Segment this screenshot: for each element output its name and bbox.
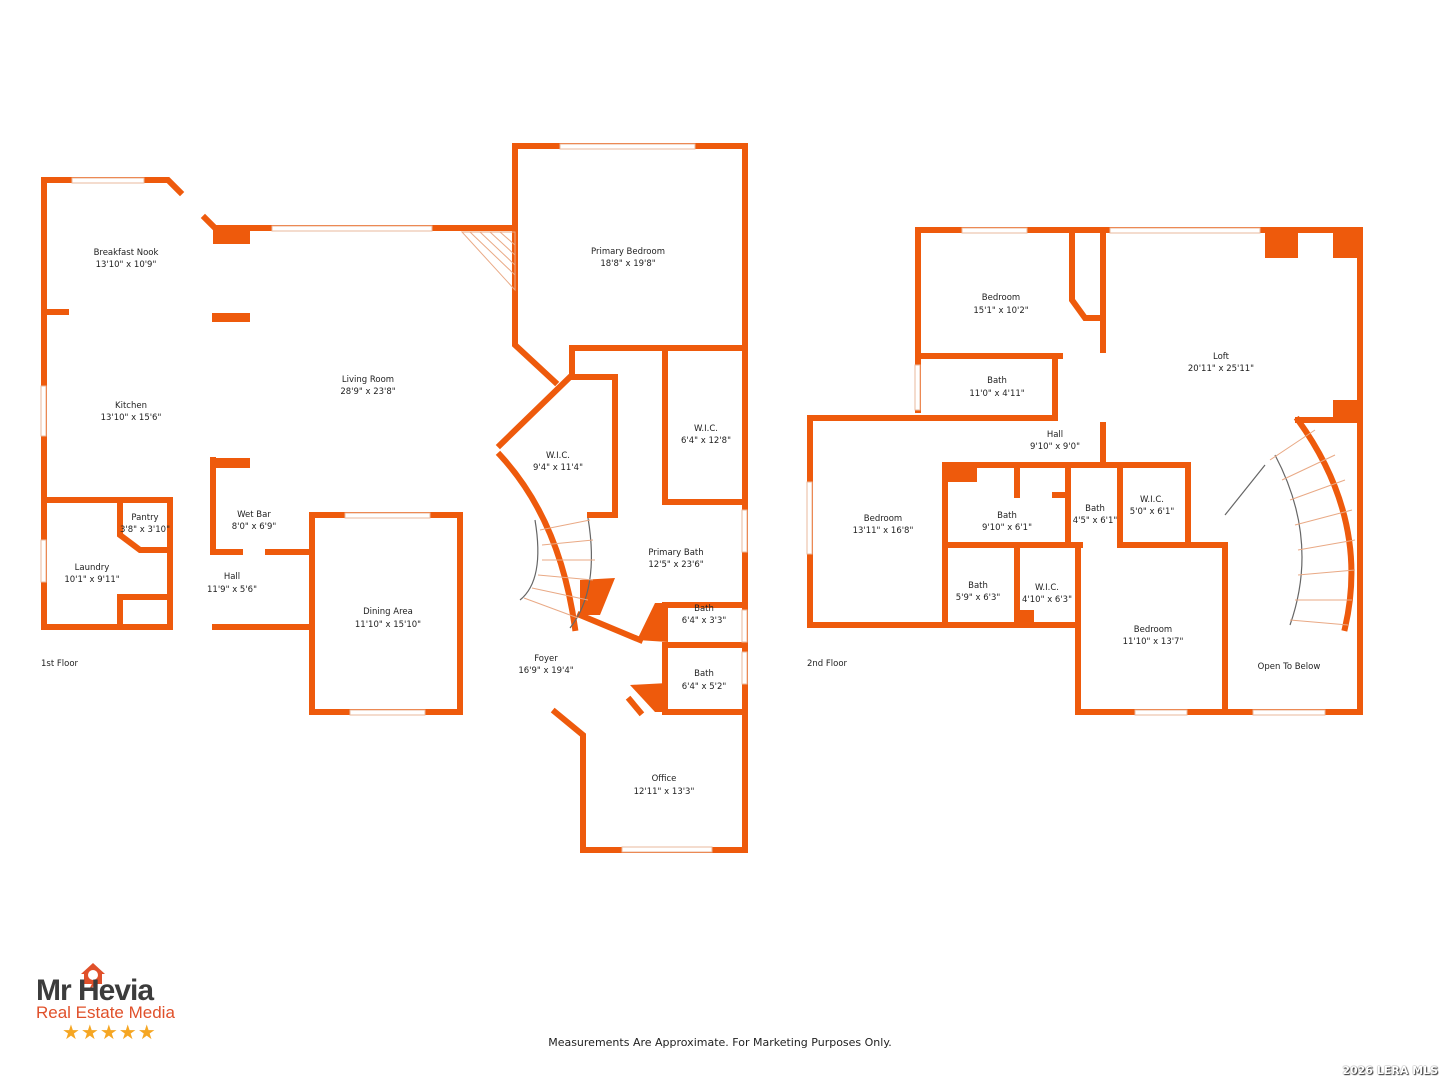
room-size: 15'1" x 10'2" <box>973 306 1028 316</box>
room-name: Open To Below <box>1258 662 1321 672</box>
room-size: 16'9" x 19'4" <box>518 666 573 676</box>
room-size: 13'10" x 10'9" <box>96 260 157 270</box>
room-name: Hall <box>224 572 240 582</box>
room-size: 11'0" x 4'11" <box>969 389 1024 399</box>
room-size: 11'10" x 15'10" <box>355 620 421 630</box>
room-name: Bath <box>1085 504 1105 514</box>
room-size: 11'9" x 5'6" <box>207 585 257 595</box>
room-name: Primary Bedroom <box>591 247 665 257</box>
room-name: Bath <box>987 376 1007 386</box>
first-floor-walls <box>40 143 748 853</box>
floor-label-1st: 1st Floor <box>41 659 79 669</box>
rating-stars-icon: ★★★★★ <box>62 1022 157 1044</box>
company-logo: Mr Hevia Real Estate Media ★★★★★ <box>36 963 206 1044</box>
room-name: Kitchen <box>115 401 147 411</box>
room-size: 18'8" x 19'8" <box>600 259 655 269</box>
second-floor-walls <box>806 227 1363 716</box>
room-size: 6'4" x 5'2" <box>682 682 727 692</box>
disclaimer: Measurements Are Approximate. For Market… <box>548 1036 892 1049</box>
room-size: 9'4" x 11'4" <box>533 463 583 473</box>
room-name: Bath <box>968 581 988 591</box>
room-size: 20'11" x 25'11" <box>1188 364 1254 374</box>
second-floor-labels: Bedroom 15'1" x 10'2" Loft 20'11" x 25'1… <box>807 293 1320 672</box>
foyer-curved-stairs <box>519 517 595 629</box>
room-size: 9'10" x 9'0" <box>1030 442 1080 452</box>
room-name: Primary Bath <box>648 548 703 558</box>
room-size: 12'11" x 13'3" <box>634 787 695 797</box>
room-size: 10'1" x 9'11" <box>64 575 119 585</box>
room-name: Hall <box>1047 430 1063 440</box>
room-size: 11'10" x 13'7" <box>1123 637 1184 647</box>
room-name: Laundry <box>75 563 110 573</box>
room-name: Breakfast Nook <box>94 248 159 258</box>
room-size: 5'9" x 6'3" <box>956 593 1001 603</box>
room-name: Living Room <box>342 375 394 385</box>
room-size: 3'8" x 3'10" <box>120 525 170 535</box>
room-name: Bath <box>694 669 714 679</box>
room-size: 4'10" x 6'3" <box>1022 595 1072 605</box>
room-name: Dining Area <box>363 607 413 617</box>
room-name: Bedroom <box>982 293 1020 303</box>
room-name: Bedroom <box>1134 625 1172 635</box>
room-name: Bath <box>997 511 1017 521</box>
house-camera-icon <box>81 963 105 990</box>
room-name: Pantry <box>131 513 158 523</box>
room-size: 5'0" x 6'1" <box>1130 507 1175 517</box>
first-floor-labels: Breakfast Nook 13'10" x 10'9" Kitchen 13… <box>41 247 731 797</box>
room-name: Loft <box>1213 352 1230 362</box>
room-size: 9'10" x 6'1" <box>982 523 1032 533</box>
room-size: 8'0" x 6'9" <box>232 522 277 532</box>
room-name: Foyer <box>534 654 558 664</box>
room-size: 12'5" x 23'6" <box>648 560 703 570</box>
room-name: W.I.C. <box>694 424 718 434</box>
loft-curved-stairs <box>1224 415 1356 632</box>
room-name: Wet Bar <box>237 510 271 520</box>
room-name: Office <box>652 774 677 784</box>
room-name: W.I.C. <box>546 451 570 461</box>
logo-name: Mr Hevia <box>36 974 154 1007</box>
room-size: 6'4" x 12'8" <box>681 436 731 446</box>
room-size: 6'4" x 3'3" <box>682 616 727 626</box>
room-size: 13'10" x 15'6" <box>101 413 162 423</box>
room-size: 28'9" x 23'8" <box>340 387 395 397</box>
room-name: Bedroom <box>864 514 902 524</box>
room-name: Bath <box>694 604 714 614</box>
living-stairs <box>460 231 516 292</box>
watermark: 2026 LERA MLS <box>1342 1064 1438 1077</box>
room-size: 13'11" x 16'8" <box>853 526 914 536</box>
logo-tagline: Real Estate Media <box>36 1003 175 1022</box>
room-name: W.I.C. <box>1140 495 1164 505</box>
room-size: 4'5" x 6'1" <box>1073 516 1118 526</box>
floor-label-2nd: 2nd Floor <box>807 659 848 669</box>
room-name: W.I.C. <box>1035 583 1059 593</box>
